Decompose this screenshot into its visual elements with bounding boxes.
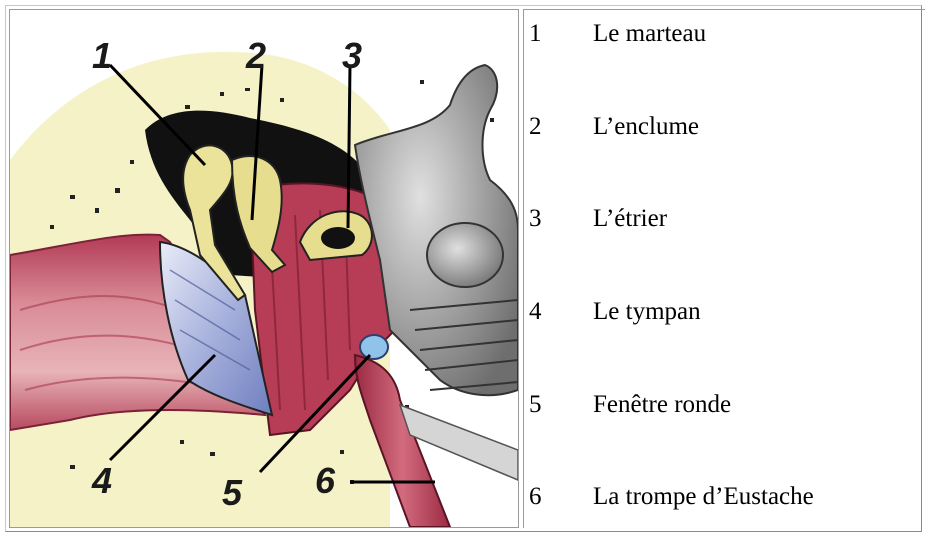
diagram-number-6: 6 xyxy=(315,460,336,501)
legend-cell: 1 Le marteau 2 L’enclume 3 L’étrier 4 Le… xyxy=(523,9,925,528)
vestibule xyxy=(427,223,503,287)
legend-number: 4 xyxy=(529,295,542,329)
stapes-opening xyxy=(321,227,355,249)
legend-label: Fenêtre ronde xyxy=(593,388,731,422)
round-window xyxy=(360,335,388,359)
legend-number: 1 xyxy=(529,17,542,51)
legend-number: 3 xyxy=(529,202,542,236)
legend-label: Le tympan xyxy=(593,295,701,329)
legend-number: 5 xyxy=(529,388,542,422)
diagram-number-1: 1 xyxy=(92,35,112,76)
legend-number: 2 xyxy=(529,110,542,144)
legend-number: 6 xyxy=(529,480,542,514)
legend-label: La trompe d’Eustache xyxy=(593,480,814,514)
ear-diagram-cell: 1 2 3 4 5 6 xyxy=(9,9,519,528)
diagram-number-4: 4 xyxy=(91,460,112,501)
diagram-number-2: 2 xyxy=(245,35,266,76)
legend-label: L’enclume xyxy=(593,110,699,144)
legend-label: Le marteau xyxy=(593,17,706,51)
middle-ear-illustration: 1 2 3 4 5 6 xyxy=(10,10,518,527)
legend-label: L’étrier xyxy=(593,202,667,236)
diagram-number-5: 5 xyxy=(222,472,243,513)
diagram-number-3: 3 xyxy=(342,35,362,76)
